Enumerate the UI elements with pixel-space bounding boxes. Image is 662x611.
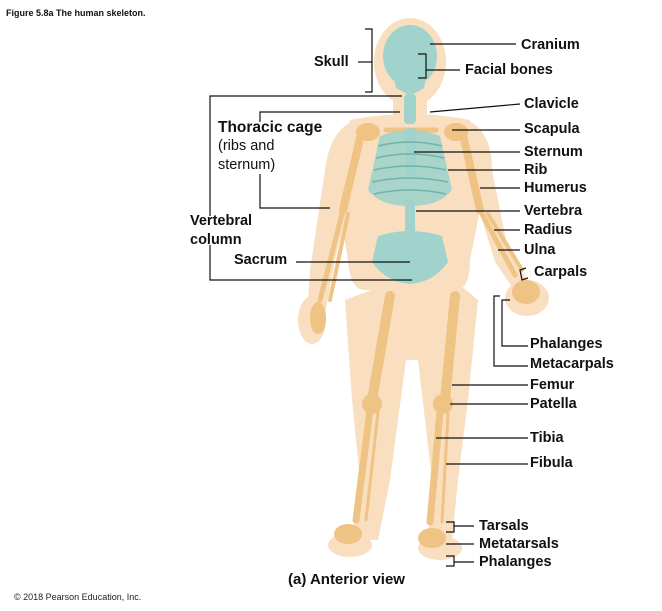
axial-skeleton: [368, 25, 452, 284]
label-patella: Patella: [530, 396, 577, 412]
sacrum-shape: [372, 231, 448, 284]
label-humerus: Humerus: [524, 180, 587, 196]
facial-bones-shape: [392, 66, 428, 96]
label-phalanges-hand: Phalanges: [530, 336, 603, 352]
label-vertebral-column: Vertebral column: [190, 213, 253, 248]
tibia-right-bone: [426, 408, 444, 526]
label-femur: Femur: [530, 377, 575, 393]
humerus-left-bone: [339, 126, 366, 214]
label-sternum: Sternum: [524, 144, 583, 160]
tibia-left-bone: [352, 406, 374, 524]
figure-title: Figure 5.8a The human skeleton.: [6, 8, 146, 18]
femur-right-bone: [440, 291, 460, 405]
label-thoracic-cage-sub: (ribs and sternum): [218, 138, 276, 173]
label-carpals: Carpals: [534, 264, 588, 280]
label-tarsals: Tarsals: [479, 518, 529, 534]
label-radius: Radius: [524, 222, 573, 238]
label-vertebra: Vertebra: [524, 203, 583, 219]
label-ulna: Ulna: [524, 242, 556, 258]
label-skull: Skull: [314, 54, 349, 70]
appendicular-skeleton: [317, 126, 524, 526]
copyright-notice: © 2018 Pearson Education, Inc.: [14, 592, 142, 602]
label-fibula: Fibula: [530, 455, 573, 471]
label-phalanges-foot: Phalanges: [479, 554, 552, 570]
rib-cage-shape: [368, 130, 452, 206]
label-rib: Rib: [524, 162, 548, 178]
label-thoracic-cage-title: Thoracic cage: [218, 119, 323, 136]
label-facial-bones: Facial bones: [465, 62, 553, 78]
rib-lines: [371, 141, 449, 195]
leader-lines: [209, 28, 529, 567]
label-metacarpals: Metacarpals: [530, 356, 614, 372]
body-silhouette: [298, 18, 549, 560]
femur-left-bone: [367, 291, 395, 405]
label-cranium: Cranium: [521, 37, 580, 53]
label-sacrum: Sacrum: [234, 252, 288, 268]
appendicular-joints: [310, 123, 540, 548]
label-tibia: Tibia: [530, 430, 564, 446]
label-clavicle: Clavicle: [524, 96, 579, 112]
label-scapula: Scapula: [524, 121, 580, 137]
figure-caption: (a) Anterior view: [288, 571, 405, 588]
cervical-vertebrae: [404, 94, 416, 124]
label-metatarsals: Metatarsals: [479, 536, 559, 552]
label-thoracic-cage: Thoracic cage (ribs and sternum): [218, 119, 322, 175]
